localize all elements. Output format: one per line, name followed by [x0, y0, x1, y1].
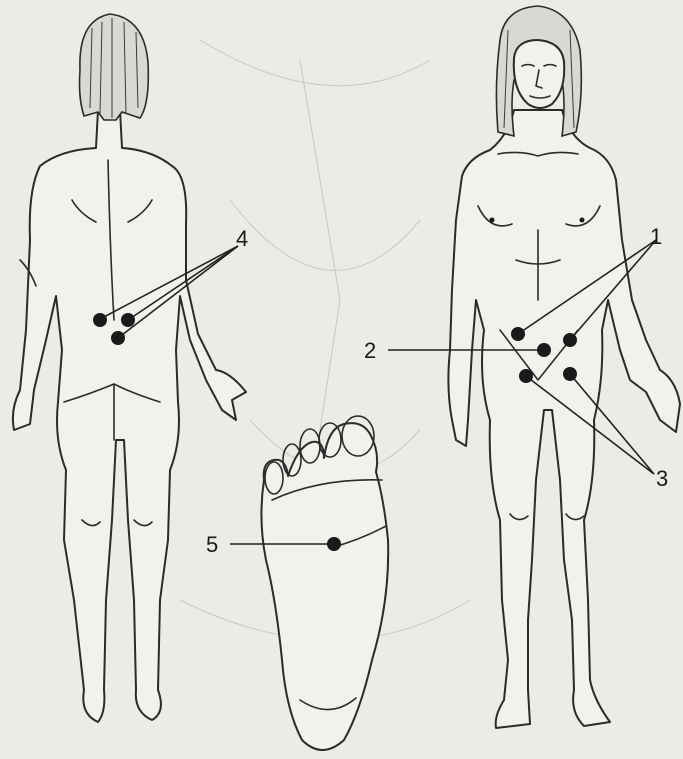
- point-2: [537, 343, 551, 357]
- point-4-left: [93, 313, 107, 327]
- callout-4: 4: [236, 226, 248, 251]
- callout-2: 2: [364, 338, 376, 363]
- back-view-figure: [13, 14, 246, 722]
- point-4-lower: [111, 331, 125, 345]
- point-3-right: [563, 367, 577, 381]
- callout-1: 1: [650, 224, 662, 249]
- callout-5: 5: [206, 532, 218, 557]
- point-3-left: [519, 369, 533, 383]
- front-view-figure: [448, 6, 680, 728]
- callout-3: 3: [656, 466, 668, 491]
- foot-sole-figure: [261, 416, 388, 750]
- point-1-left: [511, 327, 525, 341]
- point-5: [327, 537, 341, 551]
- point-1-right: [563, 333, 577, 347]
- point-4-right: [121, 313, 135, 327]
